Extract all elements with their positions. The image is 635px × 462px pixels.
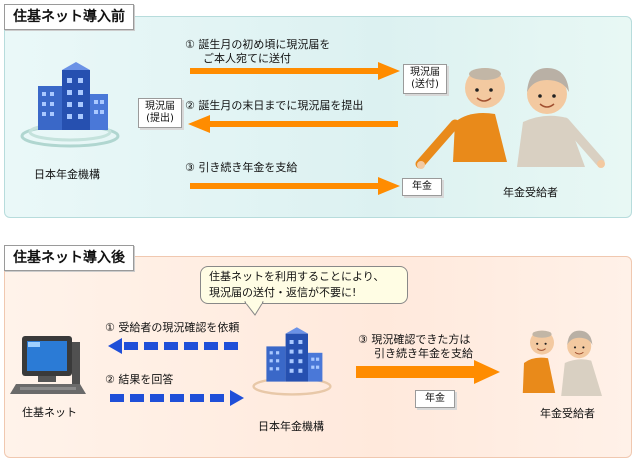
dashed-arrow-right-icon [110, 390, 244, 406]
recipient-label: 年金受給者 [540, 407, 595, 420]
recipient-label: 年金受給者 [503, 186, 558, 199]
elderly-couple-icon [415, 68, 605, 169]
step1-line1: ① 誕生月の初め頃に現況届を [185, 38, 331, 51]
sent-form-box: 現況届 (送付) [403, 64, 447, 94]
step3-line2: 引き続き年金を支給 [374, 347, 473, 360]
step2-label: ② 結果を回答 [105, 373, 174, 386]
submit-form-box: 現況届 (提出) [138, 98, 182, 128]
step1-line2: ご本人宛てに送付 [203, 52, 291, 65]
pension-box: 年金 [415, 390, 455, 408]
juki-label: 住基ネット [22, 406, 77, 419]
building-icon [20, 62, 120, 148]
callout-bubble: 住基ネットを利用することにより、 現況届の送付・返信が不要に! [200, 266, 408, 304]
step3-line1: ③ 現況確認できた方は [358, 333, 471, 346]
elderly-couple-icon [522, 330, 602, 396]
building-icon [252, 327, 332, 396]
org-label: 日本年金機構 [258, 420, 324, 433]
after-title: 住基ネット導入後 [4, 245, 134, 271]
org-label: 日本年金機構 [34, 168, 100, 181]
computer-icon [10, 336, 86, 394]
step2-label: ② 誕生月の末日までに現況届を提出 [185, 99, 364, 112]
dashed-arrow-left-icon [108, 338, 238, 354]
arrow-right-icon [190, 62, 400, 80]
step1-label: ① 受給者の現況確認を依頼 [105, 321, 240, 334]
before-title: 住基ネット導入前 [4, 4, 134, 30]
arrow-right-icon [356, 360, 500, 384]
arrow-left-icon [188, 115, 398, 133]
step3-label: ③ 引き続き年金を支給 [185, 161, 298, 174]
bubble-tail [243, 301, 264, 316]
pension-box: 年金 [402, 178, 442, 196]
arrow-right-icon [190, 177, 400, 195]
